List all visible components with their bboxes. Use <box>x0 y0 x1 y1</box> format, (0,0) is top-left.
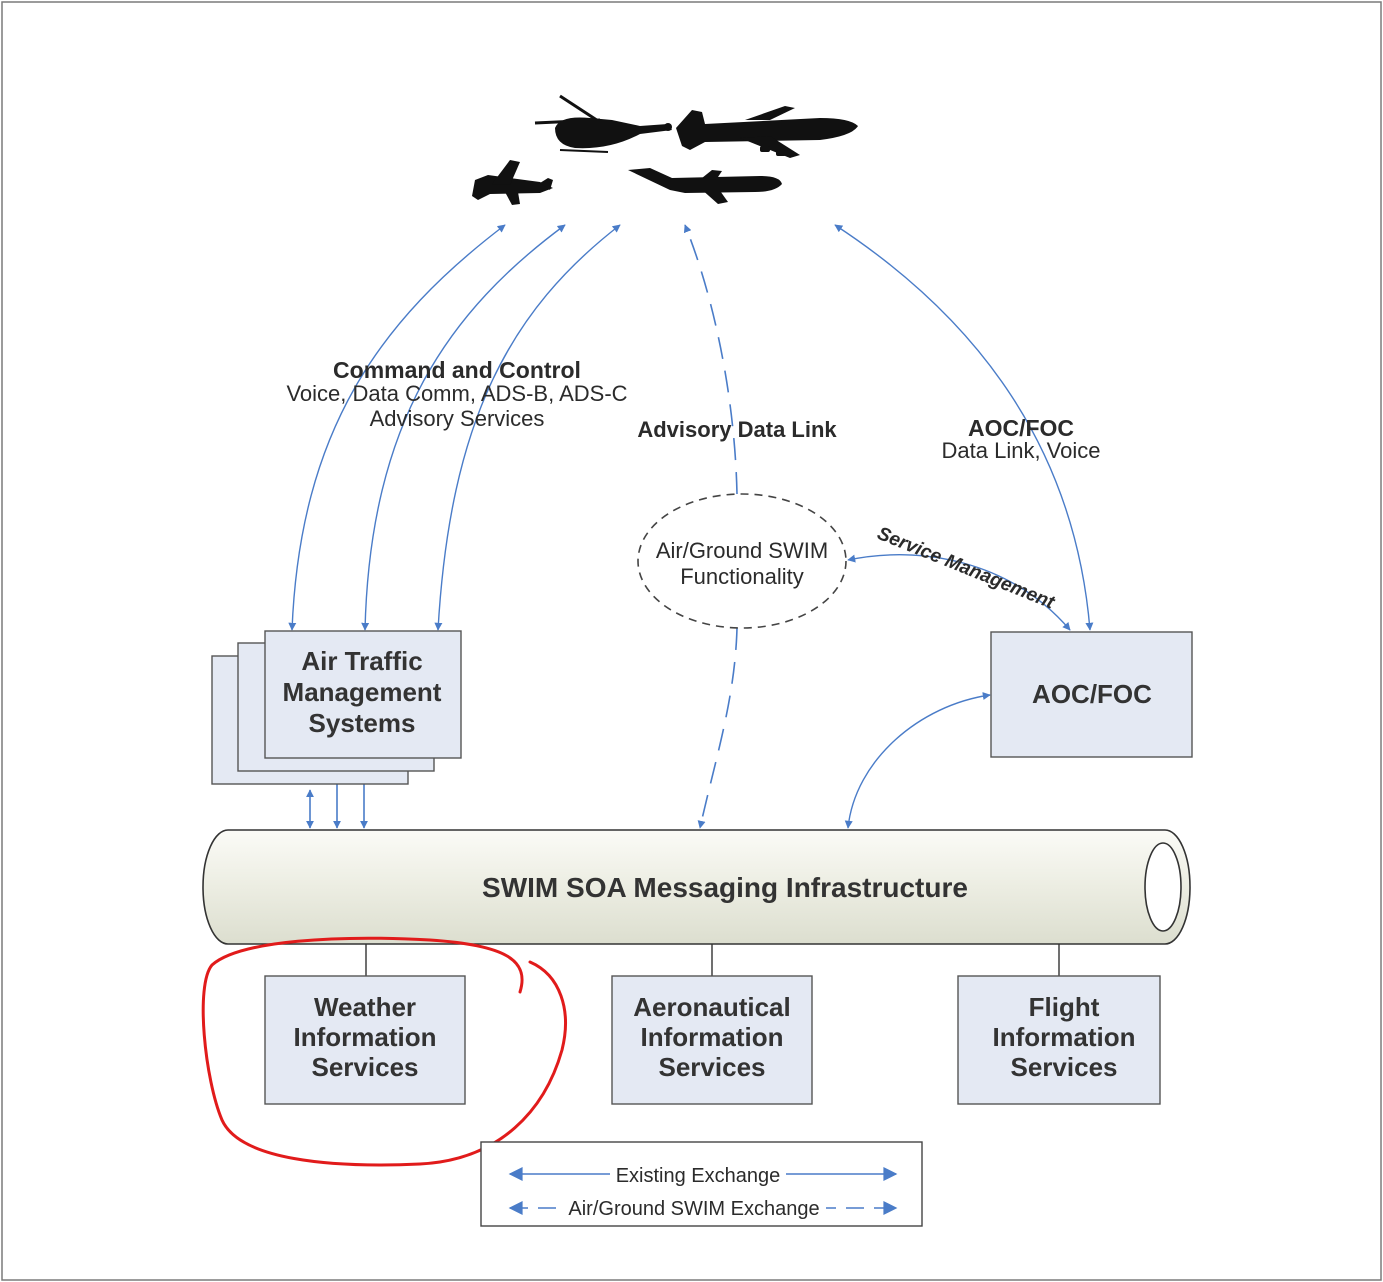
helicopter-icon <box>534 94 672 153</box>
aoc-foc-box: AOC/FOC <box>990 631 1193 758</box>
aeronautical-line3: Services <box>659 1052 766 1082</box>
command-control-services: Advisory Services <box>370 406 545 431</box>
service-management-label: Service Management <box>874 523 1058 614</box>
atm-box-front <box>264 630 462 759</box>
atm-line1: Air Traffic <box>301 646 422 676</box>
legend-existing-bg <box>610 1162 786 1186</box>
aoc-foc-sublabel: Data Link, Voice <box>942 438 1101 463</box>
aoc-foc-label: AOC/FOC <box>968 415 1074 441</box>
aeronautical-services-box: Aeronautical Information Services <box>611 975 813 1105</box>
atm-line2: Management <box>283 677 442 707</box>
legend: Existing Exchange Air/Ground SWIM Exchan… <box>480 1141 923 1227</box>
flight-line3: Services <box>1011 1052 1118 1082</box>
advisory-link-arrow-up <box>683 224 738 495</box>
aoc-pipe-arrow <box>844 692 991 829</box>
advisory-link-arrow-down <box>697 627 738 829</box>
weather-line1: Weather <box>314 992 416 1022</box>
pipe-label: SWIM SOA Messaging Infrastructure <box>482 872 968 903</box>
weather-line2: Information <box>294 1022 437 1052</box>
aeronautical-line2: Information <box>641 1022 784 1052</box>
command-control-title: Command and Control <box>333 357 581 383</box>
flight-services-box: Flight Information Services <box>957 975 1161 1105</box>
command-control-subtitle: Voice, Data Comm, ADS-B, ADS-C <box>286 381 627 406</box>
atm-arrow-3 <box>434 224 621 631</box>
red-highlight-circle <box>201 936 567 1167</box>
weather-services-box: Weather Information Services <box>264 975 466 1105</box>
small-plane-icon <box>472 160 553 205</box>
aoc-aircraft-arrow <box>834 224 1094 631</box>
legend-air-ground-label: Air/Ground SWIM Exchange <box>568 1198 819 1220</box>
air-ground-swim-ellipse <box>637 493 847 629</box>
flight-line1: Flight <box>1029 992 1100 1022</box>
jumbo-jet-icon <box>676 106 858 158</box>
weather-line3: Services <box>312 1052 419 1082</box>
legend-existing-label: Existing Exchange <box>616 1165 781 1187</box>
atm-box-stack: Air Traffic Management Systems <box>211 630 462 785</box>
regional-jet-icon <box>628 168 782 204</box>
pipe-end-cap <box>1144 842 1182 932</box>
swim-soa-pipe: SWIM SOA Messaging Infrastructure <box>202 829 1191 945</box>
legend-air-ground-bg <box>562 1196 826 1220</box>
service-connectors <box>365 944 1060 976</box>
flight-line2: Information <box>993 1022 1136 1052</box>
command-control-arrows <box>288 224 621 631</box>
service-management-arrow <box>847 554 1071 631</box>
atm-line3: Systems <box>309 708 416 738</box>
air-ground-line2: Functionality <box>680 564 804 589</box>
advisory-data-link-label: Advisory Data Link <box>637 417 837 442</box>
aeronautical-line1: Aeronautical <box>633 992 791 1022</box>
advisory-data-link-arrows <box>683 224 738 829</box>
aoc-foc-box-label: AOC/FOC <box>1032 679 1152 709</box>
air-ground-line1: Air/Ground SWIM <box>656 538 828 563</box>
